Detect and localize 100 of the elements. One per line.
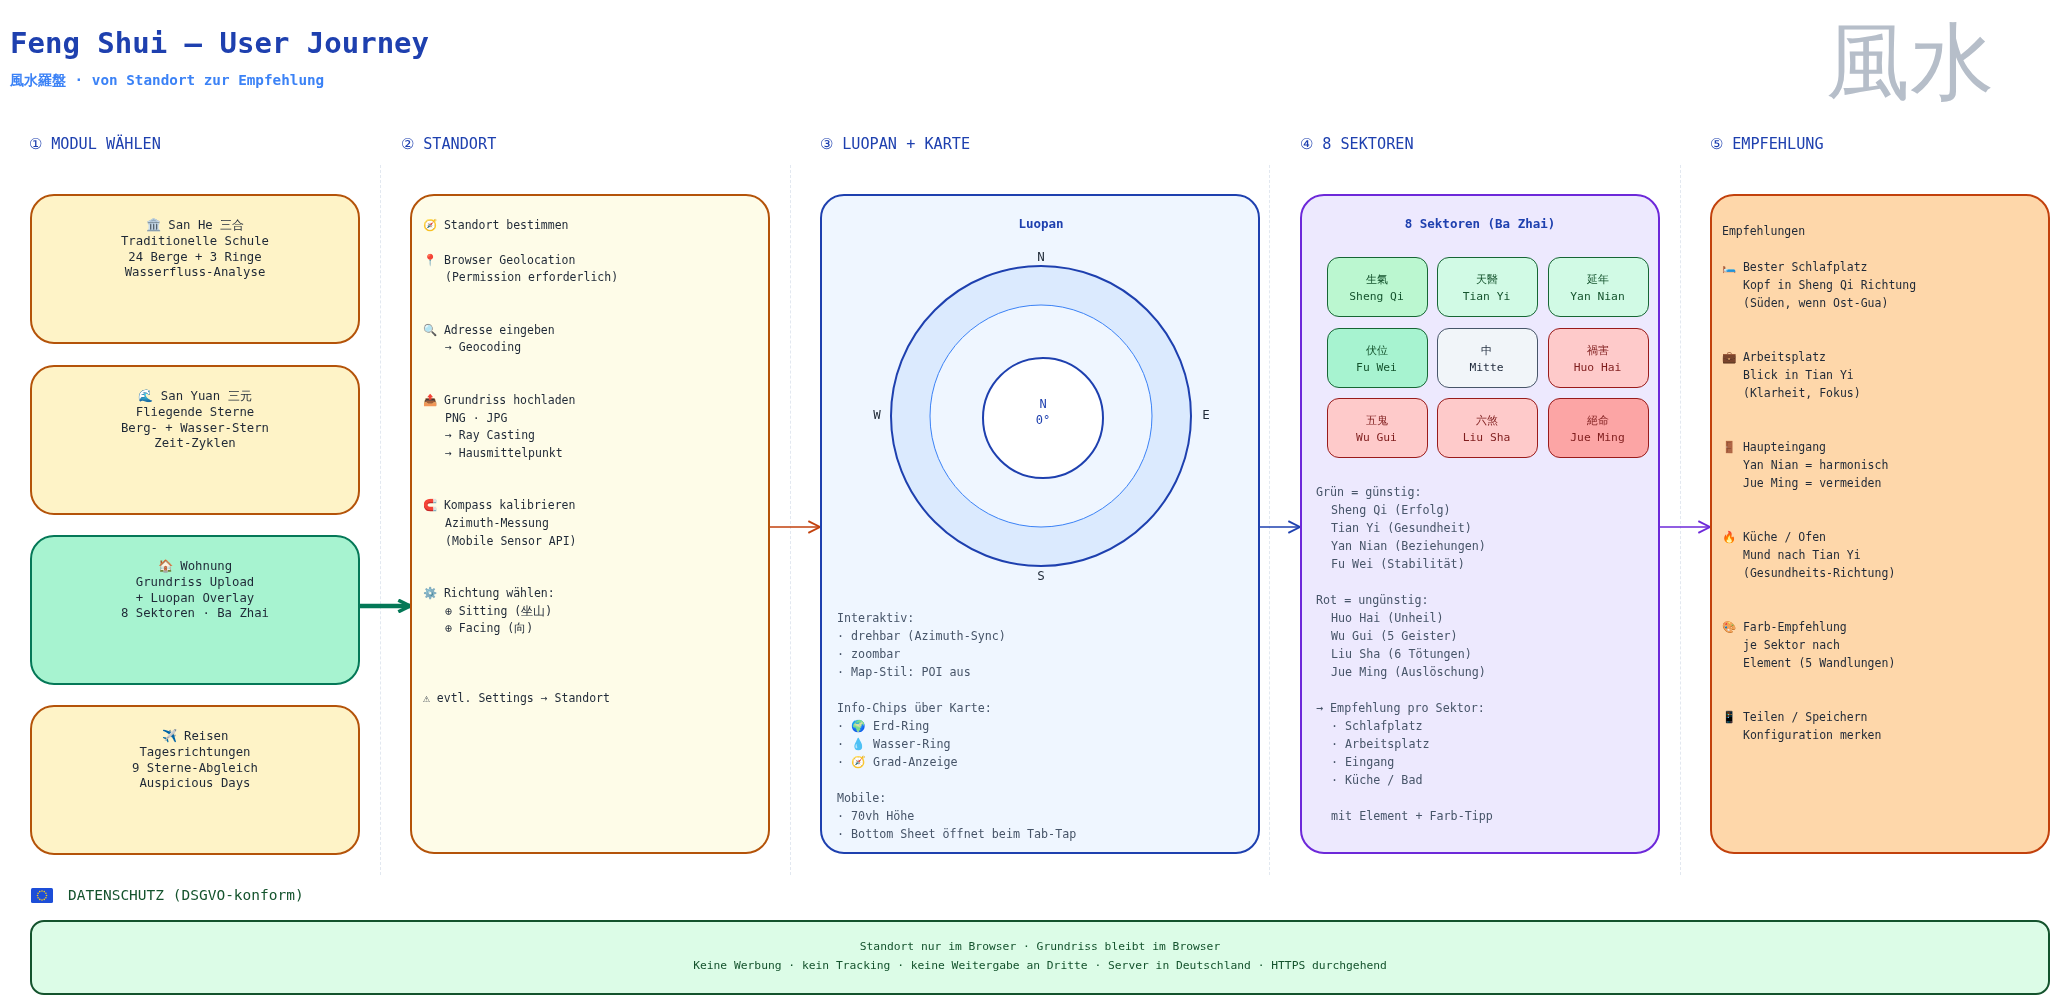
arrow [360, 598, 412, 614]
card-text: Yan Nian (Beziehungen) [1331, 538, 1486, 555]
card-text: 🔥 Küche / Ofen [1722, 529, 1826, 546]
card-text: 🚪 Haupteingang [1722, 439, 1826, 456]
card-text: Kopf in Sheng Qi Richtung [1743, 277, 1917, 294]
module-card [30, 194, 360, 344]
column-heading: ② STANDORT [401, 135, 497, 155]
card-text: Standort nur im Browser · Grundriss bleibt im Browser [859, 939, 1221, 955]
card-text: Sheng Qi (Erfolg) [1331, 502, 1451, 519]
card-text: → Empfehlung pro Sektor: [1316, 700, 1485, 717]
card-text: Wasserfluss-Analyse [124, 265, 266, 282]
card-text: · 🌍 Erd-Ring [837, 718, 930, 735]
card-text: 🏛 San He 三合 [145, 218, 245, 234]
card-text: → Geocoding [445, 339, 522, 357]
tile-text: 生氣 [1365, 272, 1388, 288]
card-text: ⊕ Sitting (坐山) [445, 602, 553, 620]
tile-text: Huo Hai [1573, 360, 1622, 376]
tile-text: Jue Ming [1570, 430, 1625, 446]
card-text: + Luopan Overlay [135, 590, 255, 607]
card-text: Auspicious Days [139, 776, 251, 793]
tile-text: 五鬼 [1365, 413, 1388, 429]
arrow [1259, 520, 1301, 534]
card-text: · Schlafplatz [1331, 718, 1423, 735]
map-card [820, 194, 1260, 854]
card-text: Konfiguration merken [1743, 727, 1882, 744]
tile-text: Sheng Qi [1349, 289, 1404, 305]
card-text: Info-Chips über Karte: [837, 700, 992, 717]
column-heading: ① MODUL WÄHLEN [29, 135, 161, 155]
column-heading: ⑤ EMPFEHLUNG [1710, 135, 1824, 155]
tile-text: 禍害 [1586, 343, 1609, 359]
card-text: 📍 Browser Geolocation [423, 251, 576, 269]
card-text: Berg- + Wasser-Stern [120, 420, 270, 437]
card-text: Yan Nian = harmonisch [1743, 457, 1889, 474]
card-text: · Küche / Bad [1331, 772, 1423, 789]
card-text: 🏠 Wohnung [157, 559, 233, 575]
tile-text: Wu Gui [1356, 430, 1397, 446]
sector-tile [1327, 398, 1428, 458]
card-text: Interaktiv: [837, 610, 915, 627]
page-title: Feng Shui — User Journey [10, 25, 430, 61]
card-text: · 🧭 Grad-Anzeige [837, 754, 958, 771]
card-text: · Eingang [1331, 754, 1395, 771]
card-text: PNG · JPG [445, 409, 508, 427]
module-card [30, 535, 360, 685]
tile-text: 延年 [1586, 272, 1609, 288]
compass-direction-label: N [1037, 248, 1045, 266]
card-text: 24 Berge + 3 Ringe [128, 249, 262, 266]
card-title: 8 Sektoren (Ba Zhai) [1404, 216, 1556, 233]
card-text: Grün = günstig: [1316, 484, 1422, 501]
recommendation-card [1710, 194, 2050, 854]
arrow [769, 520, 821, 534]
subtitle: 風水羅盤 · von Standort zur Empfehlung [10, 70, 325, 90]
card-text: Element (5 Wandlungen) [1743, 655, 1896, 672]
card-text: (Gesundheits-Richtung) [1743, 565, 1896, 582]
card-text: Fliegende Sterne [135, 404, 255, 421]
sector-panel [1300, 194, 1660, 854]
module-card [30, 705, 360, 855]
card-text: → Hausmittelpunkt [445, 444, 563, 462]
tile-text: 伏位 [1365, 343, 1388, 359]
sector-tile [1437, 257, 1538, 317]
card-text: mit Element + Farb-Tipp [1331, 808, 1493, 825]
card-text: · 💧 Wasser-Ring [837, 736, 951, 753]
tile-text: 絕命 [1586, 413, 1609, 429]
sector-tile [1437, 328, 1538, 388]
tile-text: Mitte [1469, 360, 1504, 376]
card-text: ⊕ Facing (向) [445, 620, 534, 638]
card-text: → Ray Casting [445, 427, 535, 445]
card-text: 🛏 Bester Schlafplatz [1722, 259, 1868, 276]
card-text: ✈ Reisen [161, 729, 229, 745]
sector-tile [1548, 257, 1649, 317]
card-text: (Klarheit, Fokus) [1743, 385, 1861, 402]
compass-text: 0° [1035, 412, 1051, 428]
card-text: Zeit-Zyklen [154, 436, 236, 453]
card-text: 📤 Grundriss hochladen [423, 391, 576, 409]
card-text: · Map-Stil: POI aus [837, 664, 971, 681]
card-text: (Mobile Sensor API) [445, 532, 577, 550]
tile-text: Fu Wei [1356, 360, 1397, 376]
column-heading: ③ LUOPAN + KARTE [820, 135, 971, 155]
card-text: 💼 Arbeitsplatz [1722, 349, 1826, 366]
card-text: Mobile: [837, 790, 887, 807]
card-text: 🌊 San Yuan 三元 [138, 389, 252, 405]
watermark-text: 風水 [1826, 12, 1994, 114]
card-text: 8 Sektoren · Ba Zhai [120, 606, 270, 623]
tile-text: Yan Nian [1570, 289, 1625, 305]
card-text: Azimuth-Messung [445, 514, 549, 532]
card-text: Tian Yi (Gesundheit) [1331, 520, 1472, 537]
tile-text: Liu Sha [1462, 430, 1511, 446]
card-text: Traditionelle Schule [120, 233, 270, 250]
card-text: · 70vh Höhe [837, 808, 915, 825]
card-text: Jue Ming (Auslöschung) [1331, 664, 1486, 681]
card-text: Tagesrichtungen [139, 744, 251, 761]
card-text: · Bottom Sheet öffnet beim Tab-Tap [837, 826, 1077, 843]
compass-direction-label: E [1202, 406, 1210, 424]
sector-tile [1548, 328, 1649, 388]
card-text: Jue Ming = vermeiden [1743, 475, 1882, 492]
column-heading: ④ 8 SEKTOREN [1300, 135, 1414, 155]
card-text: Grundriss Upload [135, 574, 255, 591]
card-text: (Süden, wenn Ost-Gua) [1743, 295, 1889, 312]
compass-direction-label: W [873, 406, 881, 424]
step-card [410, 194, 770, 854]
card-text: 📱 Teilen / Speichern [1722, 709, 1868, 726]
